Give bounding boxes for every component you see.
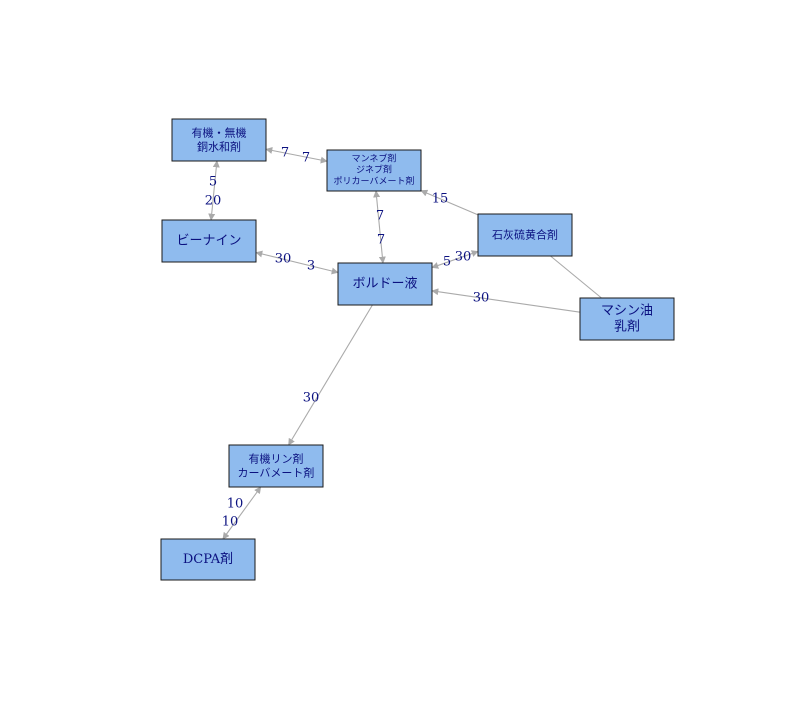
node-box-maneb bbox=[326, 149, 422, 192]
node-box-machine_oil bbox=[579, 297, 675, 341]
node-box-binain bbox=[161, 219, 257, 263]
edge-label-target-maneb-bordeaux: 7 bbox=[377, 233, 385, 248]
node-label-organophosphate-line-1: カーバメート剤 bbox=[238, 465, 315, 479]
edge-label-target-binain-bordeaux: 3 bbox=[307, 259, 315, 274]
node-box-dcpa bbox=[160, 538, 256, 581]
edge-label-source-maneb-bordeaux: 7 bbox=[376, 209, 384, 224]
edge-label-source-lime_sulfur-bordeaux: 30 bbox=[455, 250, 472, 265]
edge-label-source-organic_inorganic_copper-maneb: 7 bbox=[281, 146, 289, 161]
node-label-binain-line-0: ビーナイン bbox=[176, 234, 241, 249]
node-label-bordeaux-line-0: ボルドー液 bbox=[352, 277, 417, 292]
edge-label-source-organic_inorganic_copper-binain: 5 bbox=[209, 175, 217, 190]
edge-maneb-bordeaux bbox=[373, 190, 386, 264]
edge-organic_inorganic_copper-maneb bbox=[265, 147, 328, 164]
edge-machine_oil-bordeaux bbox=[431, 288, 581, 313]
node-box-bordeaux bbox=[337, 262, 433, 306]
edge-label-target-bordeaux-organophosphate: 30 bbox=[303, 391, 320, 406]
node-binain: ビーナイン bbox=[161, 219, 257, 263]
node-label-dcpa-line-0: DCPA剤 bbox=[183, 551, 233, 567]
node-label-organophosphate-line-0: 有機リン剤 bbox=[249, 452, 304, 466]
edge-lime_sulfur-machine_oil bbox=[550, 255, 602, 299]
node-label-machine_oil-line-1: 乳剤 bbox=[614, 319, 640, 335]
edge-label-target-lime_sulfur-bordeaux: 5 bbox=[443, 255, 451, 270]
edge-organophosphate-dcpa bbox=[222, 486, 262, 540]
edge-lime_sulfur-bordeaux bbox=[431, 250, 479, 269]
node-label-maneb-line-1: ジネブ剤 bbox=[356, 164, 392, 176]
node-label-maneb-line-2: ポリカーバメート剤 bbox=[334, 175, 415, 187]
node-label-maneb-line-0: マンネブ剤 bbox=[352, 152, 397, 164]
node-label-organic_inorganic_copper-line-1: 銅水和剤 bbox=[197, 139, 241, 153]
edges-layer bbox=[208, 147, 602, 540]
edge-label-target-lime_sulfur-maneb: 15 bbox=[432, 192, 449, 207]
edge-label-target-organic_inorganic_copper-binain: 20 bbox=[205, 194, 222, 209]
node-box-organophosphate bbox=[228, 444, 324, 488]
node-dcpa: DCPA剤 bbox=[160, 538, 256, 581]
edge-label-source-binain-bordeaux: 30 bbox=[275, 252, 292, 267]
node-label-lime_sulfur-line-0: 石灰硫黄合剤 bbox=[492, 228, 558, 242]
node-label-organic_inorganic_copper-line-0: 有機・無機 bbox=[192, 126, 247, 140]
edge-label-target-machine_oil-bordeaux: 30 bbox=[473, 291, 490, 306]
node-box-organic_inorganic_copper bbox=[171, 118, 267, 162]
node-box-lime_sulfur bbox=[477, 213, 573, 257]
edge-lime_sulfur-maneb bbox=[420, 189, 479, 216]
edge-label-target-organophosphate-dcpa: 10 bbox=[222, 515, 239, 530]
edge-binain-bordeaux bbox=[255, 250, 339, 275]
node-label-machine_oil-line-0: マシン油 bbox=[601, 303, 653, 318]
edge-label-source-organophosphate-dcpa: 10 bbox=[227, 497, 244, 512]
edge-organic_inorganic_copper-binain bbox=[208, 160, 220, 221]
node-lime_sulfur: 石灰硫黄合剤 bbox=[477, 213, 573, 257]
node-bordeaux: ボルドー液 bbox=[337, 262, 433, 306]
edge-label-target-organic_inorganic_copper-maneb: 7 bbox=[302, 151, 310, 166]
edge-bordeaux-organophosphate bbox=[288, 304, 373, 446]
